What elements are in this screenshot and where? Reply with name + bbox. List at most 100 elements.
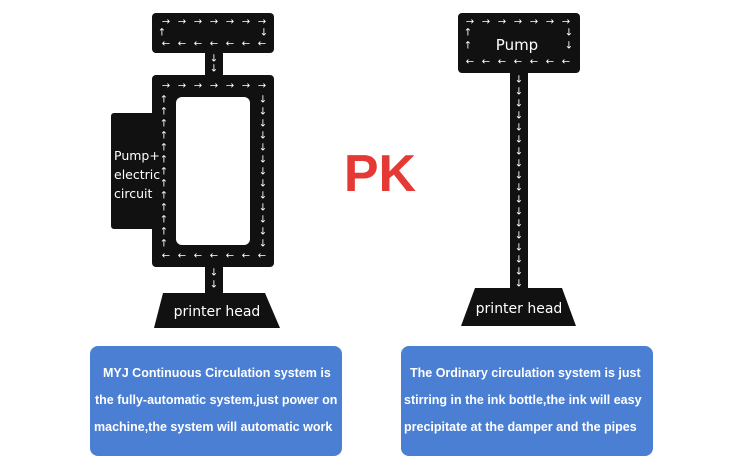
flow-arrow-icon: → bbox=[258, 17, 266, 28]
flow-arrow-icon: ↓ bbox=[259, 203, 267, 214]
flow-arrow-icon: ↓ bbox=[259, 155, 267, 166]
flow-arrow-icon: ↑ bbox=[160, 227, 168, 238]
left-printer-head bbox=[154, 293, 280, 328]
flow-arrow-icon: ↓ bbox=[515, 135, 523, 146]
flow-arrow-icon: ← bbox=[210, 39, 218, 50]
flow-arrow-icon: → bbox=[482, 17, 490, 28]
flow-arrow-icon: ↑ bbox=[464, 41, 472, 52]
side-label-line-1: Pump+ bbox=[114, 148, 160, 163]
flow-arrow-icon: ↓ bbox=[515, 231, 523, 242]
flow-arrow-icon: ↓ bbox=[515, 99, 523, 110]
flow-arrow-icon: ← bbox=[162, 251, 170, 262]
left-top-tank bbox=[152, 13, 274, 53]
flow-arrow-icon: → bbox=[258, 81, 266, 92]
flow-arrow-icon: ↓ bbox=[515, 267, 523, 278]
flow-arrow-icon: ↑ bbox=[160, 155, 168, 166]
flow-arrow-icon: → bbox=[466, 17, 474, 28]
flow-arrow-icon: ↓ bbox=[210, 64, 218, 75]
left-flow-arrows: →→→→→→→↓←←←←←←←↑↓↓→→→→→→→↓↓↓↓↓↓↓↓↓↓↓↓↓←←… bbox=[158, 17, 268, 291]
flow-arrow-icon: ↓ bbox=[515, 123, 523, 134]
flow-arrow-icon: ↓ bbox=[259, 143, 267, 154]
flow-arrow-icon: ← bbox=[498, 57, 506, 68]
flow-arrow-icon: ↑ bbox=[160, 179, 168, 190]
flow-arrow-icon: ← bbox=[466, 57, 474, 68]
flow-arrow-icon: → bbox=[178, 17, 186, 28]
right-pipe bbox=[510, 73, 528, 288]
flow-arrow-icon: ↓ bbox=[210, 268, 218, 279]
flow-arrow-icon: ↓ bbox=[515, 195, 523, 206]
flow-arrow-icon: ↓ bbox=[259, 119, 267, 130]
flow-arrow-icon: → bbox=[210, 17, 218, 28]
flow-arrow-icon: ↓ bbox=[259, 167, 267, 178]
pump-label: Pump bbox=[496, 36, 538, 54]
flow-arrow-icon: ↓ bbox=[515, 111, 523, 122]
flow-arrow-icon: ↓ bbox=[210, 280, 218, 291]
flow-arrow-icon: ↓ bbox=[259, 179, 267, 190]
flow-arrow-icon: ↓ bbox=[210, 54, 218, 65]
left-connector-top bbox=[205, 53, 223, 75]
flow-arrow-icon: ↓ bbox=[259, 131, 267, 142]
flow-arrow-icon: → bbox=[162, 17, 170, 28]
flow-arrow-icon: ↓ bbox=[515, 183, 523, 194]
flow-arrow-icon: → bbox=[562, 17, 570, 28]
flow-arrow-icon: ← bbox=[562, 57, 570, 68]
flow-arrow-icon: ↓ bbox=[515, 279, 523, 290]
flow-arrow-icon: ← bbox=[514, 57, 522, 68]
flow-arrow-icon: ↓ bbox=[515, 219, 523, 230]
side-label-line-3: circuit bbox=[114, 186, 152, 201]
flow-arrow-icon: ← bbox=[482, 57, 490, 68]
flow-arrow-icon: ↑ bbox=[160, 95, 168, 106]
flow-arrow-icon: ↑ bbox=[160, 107, 168, 118]
flow-arrow-icon: → bbox=[498, 17, 506, 28]
right-head-label: printer head bbox=[476, 301, 563, 317]
flow-arrow-icon: ↓ bbox=[515, 243, 523, 254]
right-printer-head bbox=[461, 288, 576, 326]
flow-arrow-icon: → bbox=[210, 81, 218, 92]
flow-arrow-icon: ↑ bbox=[160, 239, 168, 250]
flow-arrow-icon: ← bbox=[178, 39, 186, 50]
flow-arrow-icon: → bbox=[162, 81, 170, 92]
continuous-circulation-system: Pump+ electric circuit printer head → → → →… bbox=[111, 13, 280, 328]
flow-arrow-icon: ↓ bbox=[565, 41, 573, 52]
caption-line: MYJ Continuous Circulation system is bbox=[103, 366, 331, 380]
flow-arrow-icon: ↓ bbox=[259, 227, 267, 238]
flow-arrow-icon: ↑ bbox=[160, 119, 168, 130]
left-head-label: printer head bbox=[174, 304, 261, 320]
flow-arrow-icon: → bbox=[546, 17, 554, 28]
left-connector-bottom bbox=[205, 267, 223, 293]
flow-arrow-icon: ↑ bbox=[158, 28, 166, 39]
flow-arrow-icon: → bbox=[530, 17, 538, 28]
flow-arrow-icon: ↑ bbox=[160, 167, 168, 178]
flow-arrow-icon: ↓ bbox=[515, 255, 523, 266]
flow-arrow-icon: ↑ bbox=[464, 28, 472, 39]
left-side-box bbox=[111, 113, 161, 229]
flow-arrow-icon: ← bbox=[210, 251, 218, 262]
flow-arrow-icon: ↑ bbox=[160, 191, 168, 202]
flow-arrow-icon: ↓ bbox=[565, 28, 573, 39]
side-label-line-2: electric bbox=[114, 167, 160, 182]
flow-arrow-icon: ↓ bbox=[259, 215, 267, 226]
flow-arrow-icon: ↓ bbox=[260, 28, 268, 39]
flow-arrow-icon: ← bbox=[194, 251, 202, 262]
flow-arrow-icon: ↓ bbox=[515, 75, 523, 86]
flow-arrow-icon: ↑ bbox=[160, 203, 168, 214]
caption-line: machine,the system will automatic work bbox=[94, 420, 333, 434]
flow-arrow-icon: → bbox=[242, 81, 250, 92]
right-pump-tank bbox=[458, 13, 580, 73]
flow-arrow-icon: ← bbox=[258, 39, 266, 50]
right-flow-arrows: →→→→→→→↓↓←←←←←←←↑↑↓↓↓↓↓↓↓↓↓↓↓↓↓↓↓↓↓↓ bbox=[464, 17, 573, 290]
flow-arrow-icon: ↓ bbox=[259, 239, 267, 250]
flow-arrow-icon: ↓ bbox=[515, 159, 523, 170]
flow-arrow-icon: ↓ bbox=[515, 207, 523, 218]
flow-arrow-icon: ← bbox=[530, 57, 538, 68]
caption-line: the fully-automatic system,just power on bbox=[95, 393, 338, 407]
flow-arrow-icon: ← bbox=[194, 39, 202, 50]
flow-arrow-icon: ↓ bbox=[515, 171, 523, 182]
flow-arrow-icon: ← bbox=[226, 251, 234, 262]
flow-arrow-icon: ↓ bbox=[259, 95, 267, 106]
ordinary-system-caption: The Ordinary circulation system is just … bbox=[401, 346, 653, 456]
caption-line: The Ordinary circulation system is just bbox=[410, 366, 641, 380]
flow-arrow-icon: ↓ bbox=[515, 147, 523, 158]
flow-arrow-icon: → bbox=[226, 17, 234, 28]
